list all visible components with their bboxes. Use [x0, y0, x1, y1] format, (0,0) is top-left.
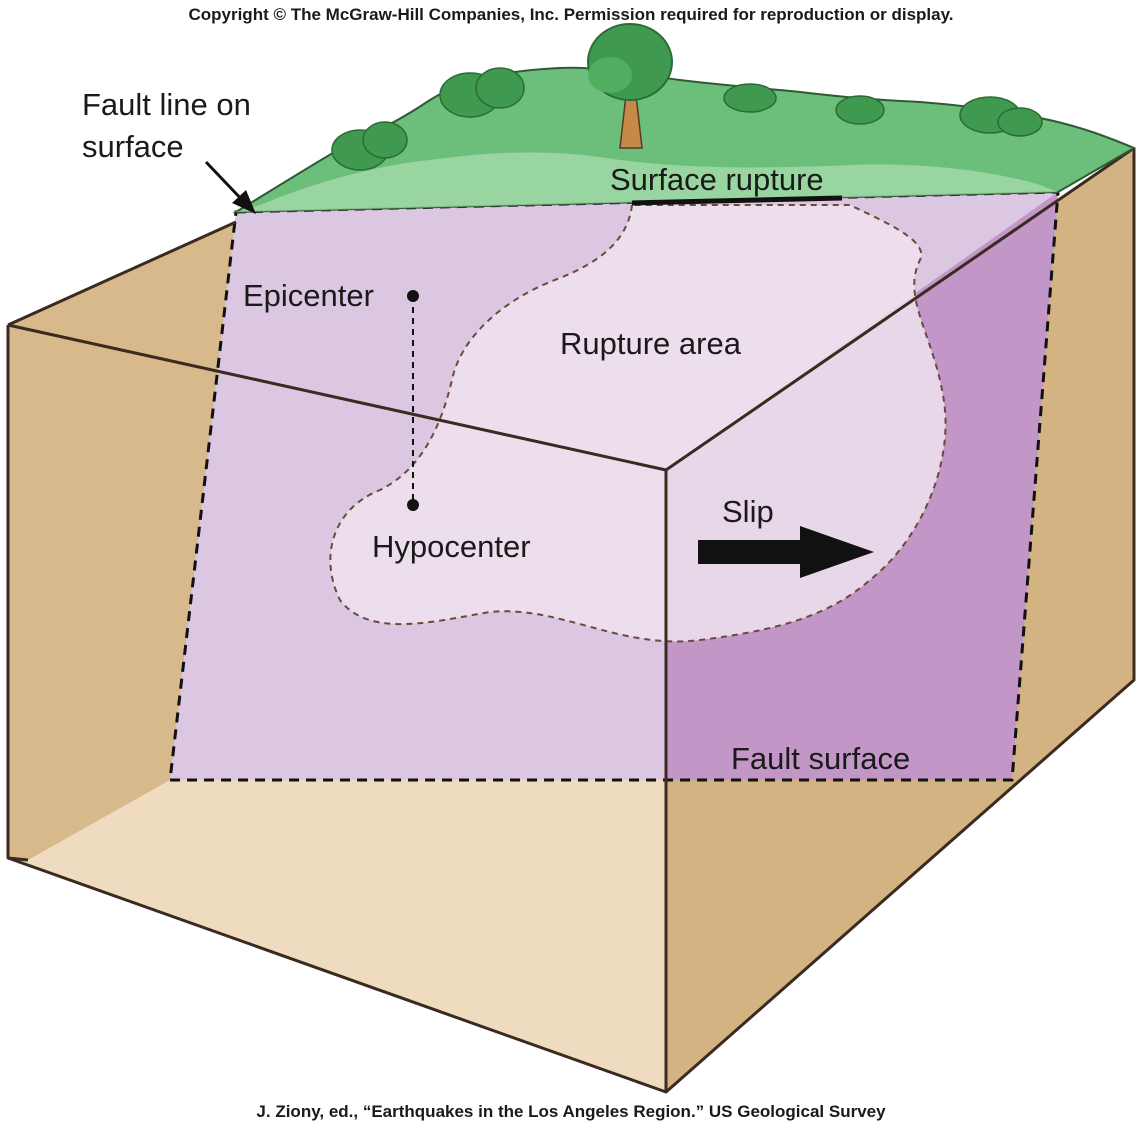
fault-surface-label: Fault surface — [731, 741, 910, 776]
slip-label: Slip — [722, 494, 774, 529]
slip-arrow-icon — [698, 526, 874, 578]
rupture-area-label: Rupture area — [560, 326, 742, 361]
surface-rupture-line — [631, 195, 843, 206]
epicenter-dot — [407, 290, 419, 302]
fault-line-pointer-arrow — [204, 160, 256, 214]
terrain-highlight — [236, 152, 1058, 212]
fault-line-label-line2: surface — [82, 129, 184, 164]
epicenter-label: Epicenter — [243, 278, 374, 313]
bushes — [331, 67, 1043, 171]
tree-icon — [587, 23, 673, 149]
fault-line-label-line1: Fault line on — [82, 87, 251, 122]
block-edges — [6, 146, 1136, 1094]
source-credit-text: J. Ziony, ed., “Earthquakes in the Los A… — [256, 1102, 886, 1121]
hypocenter-label: Hypocenter — [372, 529, 531, 564]
rupture-area — [329, 204, 947, 643]
surface-rupture-label: Surface rupture — [610, 162, 824, 197]
hypocenter-dot — [407, 499, 419, 511]
copyright-text: Copyright © The McGraw-Hill Companies, I… — [188, 5, 953, 24]
